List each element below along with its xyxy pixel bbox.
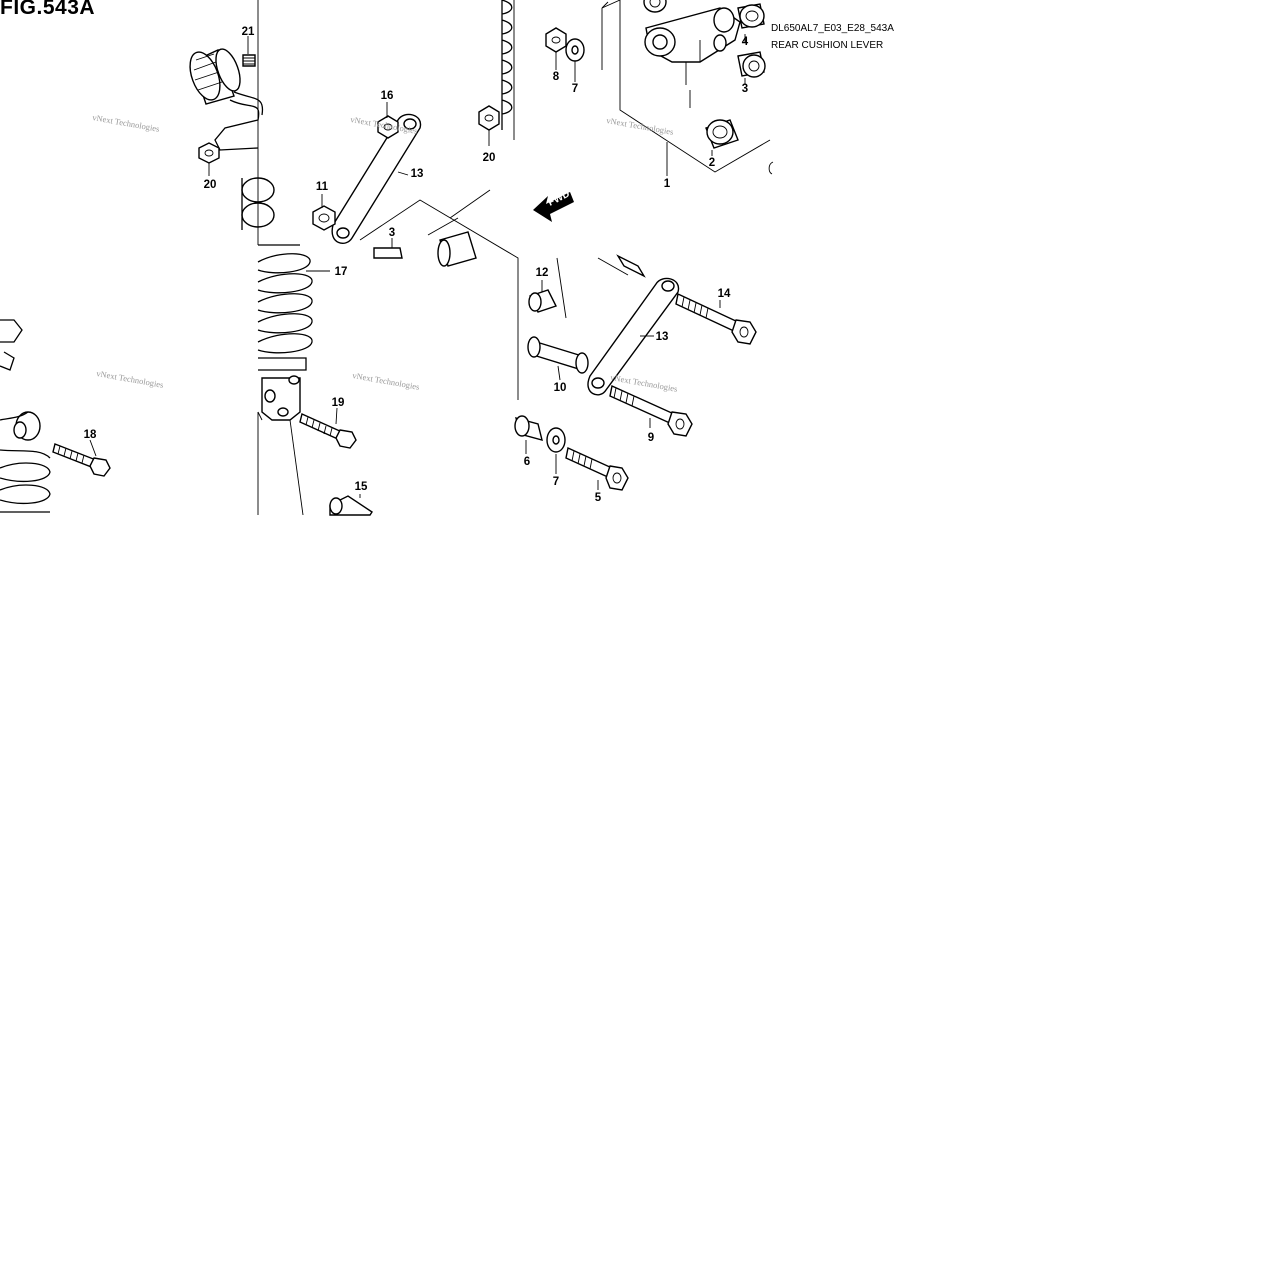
callout-21: 21 bbox=[242, 26, 255, 38]
callout-7-upper: 7 bbox=[572, 83, 578, 95]
nut-8 bbox=[545, 27, 567, 53]
callout-16: 16 bbox=[381, 90, 394, 102]
callout-5: 5 bbox=[595, 492, 602, 504]
bolt-21 bbox=[242, 54, 256, 67]
callout-19: 19 bbox=[332, 397, 345, 409]
callout-18: 18 bbox=[84, 429, 97, 441]
callout-17: 17 bbox=[335, 266, 348, 278]
callout-12: 12 bbox=[536, 267, 549, 279]
callout-13-upper: 13 bbox=[411, 168, 424, 180]
figure-title: FIG.543A bbox=[0, 0, 96, 19]
middle-panel: FWD bbox=[312, 0, 574, 516]
shock-spring-17 bbox=[257, 244, 313, 371]
spacer-6 bbox=[514, 415, 543, 441]
washer-7-upper bbox=[565, 38, 585, 62]
rod-15 bbox=[329, 495, 373, 516]
pin-12 bbox=[528, 289, 557, 313]
right-panel bbox=[514, 0, 774, 491]
callout-10: 10 bbox=[554, 382, 567, 394]
callout-7-lower: 7 bbox=[553, 476, 559, 488]
cushion-lever-4 bbox=[644, 7, 741, 63]
callout-11: 11 bbox=[316, 181, 329, 193]
watermark: vNext Technologies bbox=[352, 370, 421, 392]
nut-20-middle bbox=[478, 105, 500, 131]
cushion-rod-13-lower bbox=[587, 277, 680, 396]
nut-20-left bbox=[198, 142, 220, 164]
callout-2: 2 bbox=[709, 157, 715, 169]
fwd-direction-arrow: FWD bbox=[533, 189, 574, 222]
watermark: vNext Technologies bbox=[92, 112, 161, 134]
callout-labels: 1 2 3 4 3 5 6 7 7 8 9 10 11 12 13 13 14 … bbox=[84, 26, 749, 504]
nut-11 bbox=[312, 205, 336, 231]
bushing-2 bbox=[705, 119, 739, 149]
callout-3-right: 3 bbox=[742, 83, 748, 95]
bolt-18 bbox=[52, 443, 111, 477]
callout-20-middle: 20 bbox=[483, 152, 496, 164]
panel-divider-top bbox=[601, 0, 621, 9]
callout-4: 4 bbox=[742, 36, 749, 48]
callout-3-middle: 3 bbox=[389, 227, 395, 239]
preload-adjuster-knob bbox=[189, 48, 241, 105]
callout-9: 9 bbox=[648, 432, 654, 444]
drawing-code: DL650AL7_E03_E28_543A bbox=[771, 23, 894, 34]
bolt-9 bbox=[609, 384, 693, 437]
bushing-4 bbox=[737, 3, 765, 29]
nut-16 bbox=[377, 115, 399, 139]
callout-14: 14 bbox=[718, 288, 731, 300]
left-partial-shock bbox=[0, 319, 51, 513]
figure-name: REAR CUSHION LEVER bbox=[771, 40, 884, 51]
bolt-5 bbox=[565, 446, 629, 491]
washer-7-lower bbox=[546, 427, 566, 453]
watermark: vNext Technologies bbox=[606, 115, 675, 137]
callout-13-lower: 13 bbox=[656, 331, 669, 343]
callout-6: 6 bbox=[524, 456, 530, 468]
left-shock-panel bbox=[0, 36, 357, 516]
bushing-3-middle bbox=[437, 231, 477, 267]
spacer-10 bbox=[527, 336, 589, 374]
cushion-rod-13-upper bbox=[331, 113, 422, 244]
bolt-19 bbox=[299, 413, 357, 449]
callout-1: 1 bbox=[664, 178, 671, 190]
watermark: vNext Technologies bbox=[96, 368, 165, 390]
shock-lower-clevis bbox=[257, 375, 304, 516]
callout-8: 8 bbox=[553, 71, 560, 83]
callout-20-left: 20 bbox=[204, 179, 217, 191]
bushing-4-upper bbox=[643, 0, 667, 13]
bushing-3-right bbox=[737, 51, 766, 78]
callout-15: 15 bbox=[355, 481, 368, 493]
bolt-14 bbox=[675, 292, 757, 345]
